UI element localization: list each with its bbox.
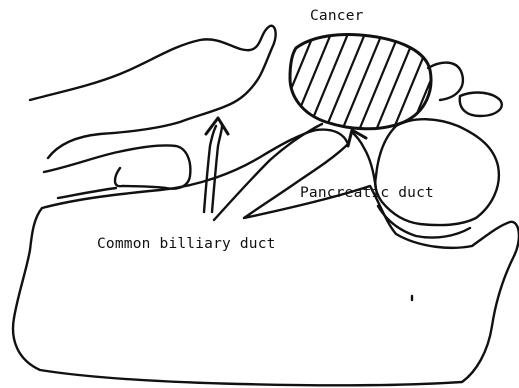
pancreatic-head-outline bbox=[375, 119, 499, 225]
pancreatic-duct-label: Pancreatic duct bbox=[300, 185, 434, 201]
tumor-small-lobe bbox=[460, 93, 502, 116]
pancreas-outline bbox=[13, 130, 519, 386]
cancer-label: Cancer bbox=[310, 8, 364, 24]
pancreatic-duct-arrow-shaft bbox=[352, 132, 376, 190]
common-bile-duct-arrow-shaft-2 bbox=[212, 126, 222, 212]
common-biliary-duct-label: Common billiary duct bbox=[97, 236, 276, 252]
duodenum-outline bbox=[44, 145, 190, 188]
cancer-hatching bbox=[270, 24, 488, 140]
upper-left-organ-outline bbox=[30, 26, 276, 158]
tumor-side-lobe bbox=[428, 63, 463, 100]
